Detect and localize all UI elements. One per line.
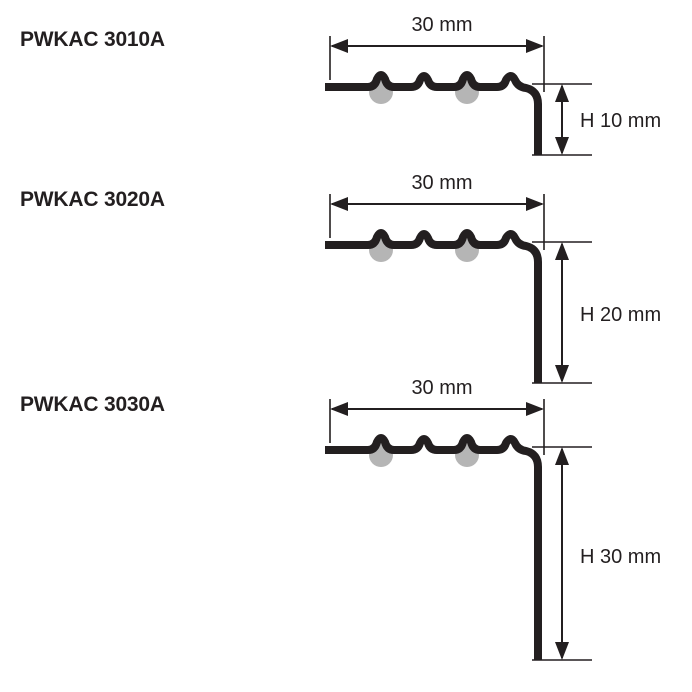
- height-arrow-down-icon: [555, 642, 569, 660]
- width-dimension-label: 30 mm: [411, 377, 472, 399]
- profile-svg-3010a: 30 mm: [325, 14, 661, 156]
- width-dimension-label: 30 mm: [411, 14, 472, 36]
- width-arrow-right-icon: [526, 197, 544, 211]
- profile-outline-path: [325, 229, 542, 383]
- width-arrow-right-icon: [526, 39, 544, 53]
- profile-drawing: 30 mm: [300, 0, 692, 170]
- width-arrow-left-icon: [330, 197, 348, 211]
- height-arrow-up-icon: [555, 84, 569, 102]
- height-dimension-label: H 20 mm: [580, 304, 661, 326]
- height-arrow-up-icon: [555, 447, 569, 465]
- width-arrow-right-icon: [526, 402, 544, 416]
- height-arrow-down-icon: [555, 137, 569, 155]
- profile-body: [325, 229, 542, 383]
- height-arrow-down-icon: [555, 365, 569, 383]
- height-dimension-label: H 10 mm: [580, 110, 661, 132]
- profile-svg-3030a: 30 mm H 30 mm: [325, 377, 661, 661]
- profile-label: PWKAC 3030A: [20, 393, 165, 416]
- height-arrow-up-icon: [555, 242, 569, 260]
- profile-label: PWKAC 3020A: [20, 188, 165, 211]
- profile-svg-3020a: 30 mm H 20 mm: [325, 172, 661, 384]
- profile-drawing: 30 mm H 30 mm: [300, 363, 692, 675]
- profile-body: [325, 71, 542, 155]
- profile-outline-path: [325, 434, 542, 660]
- profile-outline-path: [325, 71, 542, 155]
- width-arrow-left-icon: [330, 402, 348, 416]
- profile-drawing: 30 mm H 20 mm: [300, 158, 692, 398]
- width-arrow-left-icon: [330, 39, 348, 53]
- profile-body: [325, 434, 542, 660]
- height-dimension-label: H 30 mm: [580, 546, 661, 568]
- width-dimension-label: 30 mm: [411, 172, 472, 194]
- profile-label: PWKAC 3010A: [20, 28, 165, 51]
